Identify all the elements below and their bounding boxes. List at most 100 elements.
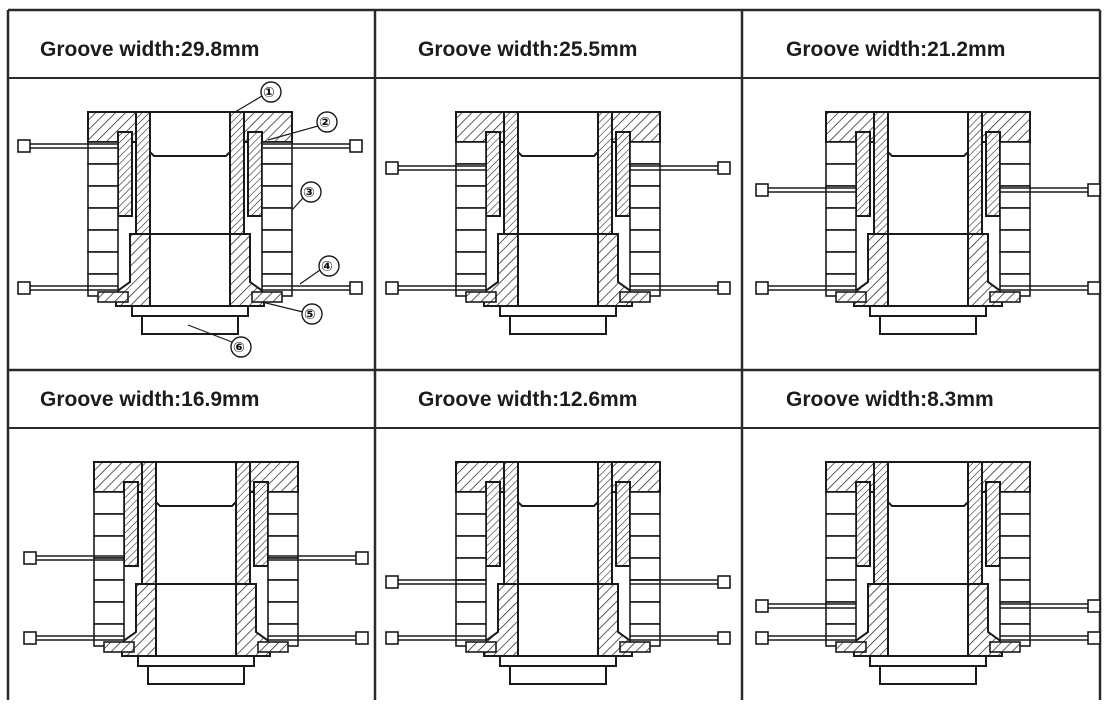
center-bore [517,461,599,657]
brick [455,535,487,559]
probe-tip [355,631,369,645]
brick [629,557,661,581]
base-block [141,315,239,335]
brick [825,535,857,559]
upper-wall-left [503,111,519,235]
lower-wall-left [853,233,889,307]
upper-wall-right [967,461,983,585]
brick [629,491,661,515]
brick [825,163,857,187]
base-block [879,315,977,335]
probe-tip [1087,281,1101,295]
brick [87,207,119,231]
mold-section-2 [385,111,731,335]
liner-right [253,481,269,567]
base-flange [835,641,867,653]
liner-right [985,131,1001,217]
probe-tip [17,139,31,153]
bottom-plate [869,305,987,317]
bore-step [155,501,237,507]
header-separators [8,77,1100,429]
upper-wall-left [135,111,151,235]
callouts: ① ② ③ ④ ⑤ ⑥ [187,81,340,358]
mold-drawings [17,111,1101,685]
liner-right [615,131,631,217]
brick [999,491,1031,515]
probe-tip [23,631,37,645]
upper-wall-left [873,111,889,235]
brick [261,207,293,231]
lower-wall-left [483,233,519,307]
brick [93,535,125,559]
center-bore [149,111,231,307]
probe-tip [349,139,363,153]
brick [261,163,293,187]
callout-2: ② [267,111,338,141]
bore-step [887,501,969,507]
probe-tip [717,161,731,175]
mold-section-6 [755,461,1101,685]
brick [629,535,661,559]
callout-label-3: ③ [303,184,315,200]
brick [629,207,661,231]
bottom-plate [137,655,255,667]
brick [455,163,487,187]
callout-1: ① [234,81,282,113]
upper-wall-right [229,111,245,235]
brick [825,251,857,275]
brick [455,513,487,537]
base-flange [103,641,135,653]
panel-title-4: Groove width:16.9mm [40,388,259,411]
probe-tip [385,281,399,295]
brick [629,141,661,165]
brick [87,229,119,253]
upper-wall-left [141,461,157,585]
callout-5: ⑤ [261,301,323,325]
brick [93,491,125,515]
upper-wall-right [967,111,983,235]
brick [629,513,661,537]
base-block [509,315,607,335]
callout-6: ⑥ [187,324,252,358]
brick [267,535,299,559]
brick [455,557,487,581]
callout-label-6: ⑥ [233,339,245,355]
probe-tip [1087,599,1101,613]
liner-right [247,131,263,217]
bottom-plate [131,305,249,317]
probe-tip [717,631,731,645]
probe-tip [17,281,31,295]
liner-left [855,481,871,567]
brick [455,251,487,275]
brick [999,601,1031,625]
bottom-plate [499,655,617,667]
brick [455,601,487,625]
brick [825,207,857,231]
liner-right [615,481,631,567]
probe-tip [349,281,363,295]
bore-step [887,151,969,157]
mold-section-1 [17,111,363,335]
base-flange [619,291,651,303]
brick [825,141,857,165]
base-block [147,665,245,685]
brick [93,601,125,625]
lower-wall-left [121,583,157,657]
lower-wall-left [115,233,151,307]
callout-label-5: ⑤ [304,306,316,322]
brick [825,185,857,209]
callout-label-2: ② [319,114,331,130]
brick [93,579,125,603]
base-flange [989,641,1021,653]
brick [999,163,1031,187]
callout-label-1: ① [263,84,275,100]
panel-titles: Groove width:29.8mm Groove width:25.5mm … [40,38,1005,411]
base-flange [835,291,867,303]
probe-tip [717,575,731,589]
probe-tip [385,161,399,175]
liner-left [485,481,501,567]
brick [999,185,1031,209]
brick [93,513,125,537]
brick [261,185,293,209]
brick [825,513,857,537]
